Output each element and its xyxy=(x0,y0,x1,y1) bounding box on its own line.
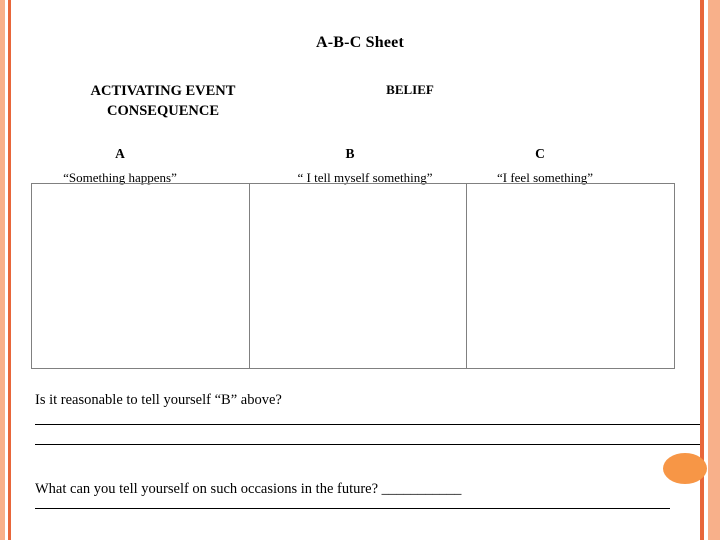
decorative-circle xyxy=(663,453,707,484)
answer-line-2 xyxy=(35,444,700,445)
column-caption-a: “Something happens” xyxy=(63,170,177,185)
page-title: A-B-C Sheet xyxy=(316,34,404,51)
answer-line-1 xyxy=(35,424,700,425)
question-one: Is it reasonable to tell yourself “B” ab… xyxy=(35,392,282,408)
table-cell-c[interactable] xyxy=(466,183,675,369)
column-letter-b: B xyxy=(345,146,355,161)
answer-line-3 xyxy=(35,508,670,509)
header-activating-event-line1: ACTIVATING EVENT xyxy=(90,83,236,99)
left-accent-bar-inner xyxy=(8,0,11,540)
abc-table xyxy=(31,183,675,369)
table-cell-b[interactable] xyxy=(249,183,466,369)
right-accent-gap xyxy=(704,0,708,540)
left-accent-gap xyxy=(5,0,8,540)
left-accent-bar-outer xyxy=(0,0,5,540)
table-cell-a[interactable] xyxy=(31,183,249,369)
column-caption-b: “ I tell myself something” xyxy=(297,170,433,185)
header-activating-event-line2: CONSEQUENCE xyxy=(107,103,219,119)
right-accent-bar-outer xyxy=(708,0,720,540)
header-activating-event: ACTIVATING EVENT CONSEQUENCE xyxy=(48,81,278,121)
right-accent-bar-inner xyxy=(700,0,704,540)
question-two: What can you tell yourself on such occas… xyxy=(35,481,462,497)
column-caption-c: “I feel something” xyxy=(496,170,593,185)
column-letter-c: C xyxy=(535,146,545,161)
header-belief: BELIEF xyxy=(386,82,434,97)
column-letter-a: A xyxy=(115,146,125,161)
left-margin-fill xyxy=(11,0,20,540)
slide-content: A-B-C Sheet ACTIVATING EVENT CONSEQUENCE… xyxy=(20,0,707,540)
